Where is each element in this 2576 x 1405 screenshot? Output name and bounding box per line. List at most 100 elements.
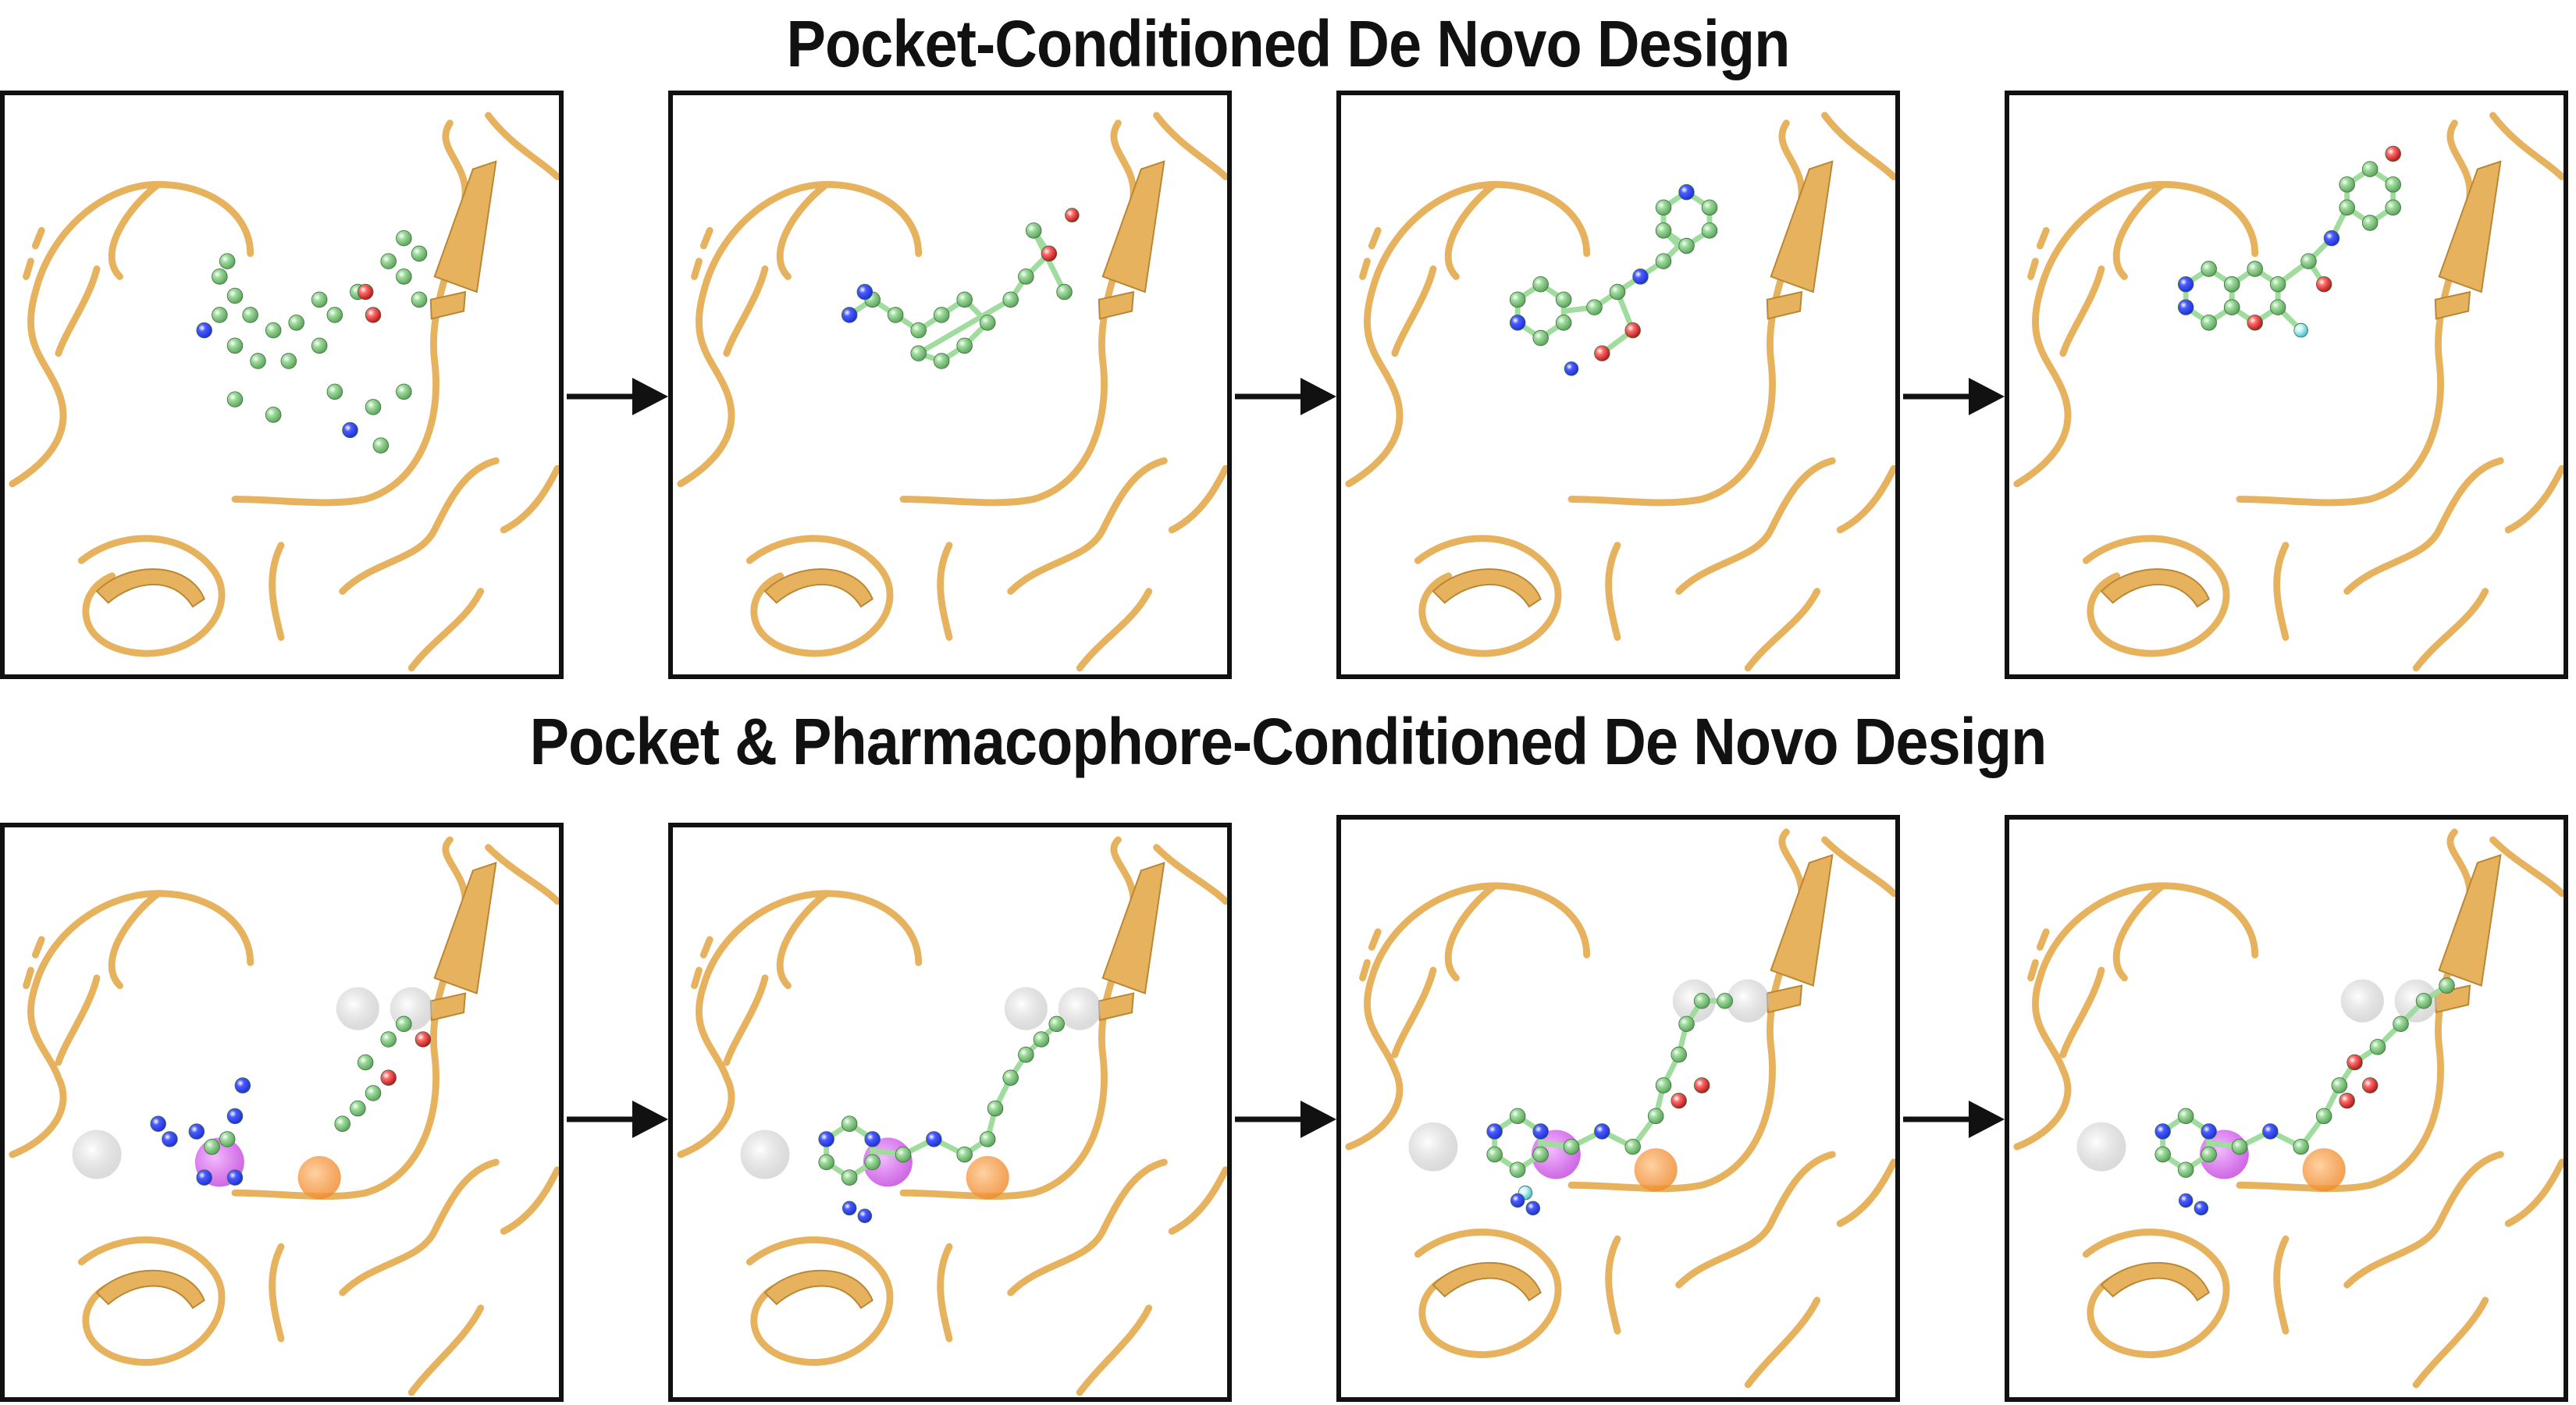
protein-coil [677, 180, 923, 488]
carbon-atom [910, 345, 927, 361]
arrow-right-icon [1903, 1096, 2005, 1143]
protein-ribbon [763, 160, 1165, 608]
pharmacophore-sphere [72, 1129, 122, 1179]
carbon-atom [818, 1154, 834, 1171]
nitrogen-atom [856, 283, 873, 301]
protein-coil [2027, 928, 2050, 982]
nitrogen-atom [226, 1169, 244, 1186]
protein-backbone [9, 836, 559, 1396]
helix-ribbon [763, 568, 873, 608]
carbon-atom [2223, 299, 2240, 315]
panel-top-step-3 [1336, 91, 1900, 679]
carbon-atom [2247, 261, 2263, 277]
hydrophobic-pharmacophore [1634, 1148, 1678, 1192]
oxygen-atom [2339, 1092, 2355, 1109]
carbon-atom [1018, 1047, 1034, 1063]
protein-coil [1391, 265, 1437, 357]
carbon-atom [219, 1131, 236, 1147]
nitrogen-atom [342, 422, 358, 439]
nitrogen-atom [1594, 1123, 1610, 1140]
nitrogen-atom [818, 1131, 834, 1147]
ligand [150, 1016, 432, 1186]
oxygen-atom [1041, 245, 1058, 262]
panel-top-step-4 [2005, 91, 2568, 679]
nitrogen-atom [1486, 1123, 1503, 1140]
oxygen-atom [1624, 322, 1641, 339]
carbon-atom [2439, 977, 2455, 994]
protein-coil [2236, 828, 2474, 1193]
nitrogen-atom [1509, 315, 1526, 331]
ligand [1509, 183, 1718, 376]
helix-ribbon [95, 568, 205, 608]
protein-coil [1567, 119, 1806, 507]
carbon-atom [2223, 276, 2240, 293]
carbon-atom [2361, 161, 2379, 177]
protein-coil [723, 265, 769, 357]
ligand [196, 229, 428, 454]
carbon-atom [326, 383, 343, 400]
carbon-atom [841, 1115, 858, 1132]
protein-coil [500, 1166, 559, 1235]
protein-coil [269, 1243, 285, 1343]
title-pocket-conditioned: Pocket-Conditioned De Novo Design [786, 7, 1790, 80]
protein-coil [1605, 1235, 1621, 1335]
carbon-atom [1532, 276, 1549, 293]
carbon-atom [311, 291, 328, 308]
hydrophobic-pharmacophore [2302, 1148, 2346, 1192]
carbon-atom [204, 1139, 220, 1155]
nitrogen-atom [2201, 1123, 2217, 1140]
carbon-atom [1717, 993, 1733, 1009]
protein-coil [2343, 457, 2504, 595]
protein-coil [2112, 882, 2167, 982]
beta-sheet [1770, 854, 1834, 987]
protein-coil [2489, 836, 2564, 898]
protein-coil [1153, 844, 1227, 905]
carbon-atom [396, 269, 412, 285]
ligand [2154, 977, 2455, 1216]
carbon-atom [1655, 222, 1672, 239]
carbon-atom [2269, 276, 2286, 293]
beta-sheet [1770, 160, 1834, 293]
protein-coil [1836, 464, 1895, 534]
protein-coil [108, 180, 162, 280]
protein-coil [1444, 180, 1499, 280]
carbon-atom [1670, 1046, 1687, 1063]
carbon-atom [910, 322, 927, 339]
protein-ribbon [1432, 854, 1834, 1302]
carbon-atom [1048, 1016, 1065, 1033]
carbon-atom [1693, 993, 1710, 1009]
carbon-atom [1002, 291, 1019, 308]
nitrogen-atom [234, 1077, 251, 1094]
bond [916, 297, 1014, 357]
carbon-atom [2154, 1146, 2171, 1163]
carbon-atom [2393, 1016, 2409, 1033]
protein-coil [2273, 1235, 2290, 1335]
protein-coil [1744, 1297, 1821, 1389]
helix-ribbon [95, 1269, 205, 1310]
arrow-right-icon [567, 373, 668, 420]
carbon-atom [1555, 291, 1572, 308]
carbon-atom [2385, 199, 2401, 216]
protein-coil [231, 836, 469, 1200]
carbon-atom [887, 307, 904, 323]
nitrogen-atom [196, 322, 212, 339]
carbon-atom [933, 353, 950, 369]
carbon-atom [380, 1031, 397, 1048]
carbon-atom [212, 307, 228, 323]
arrow-right-icon [1903, 373, 2005, 420]
carbon-atom [311, 337, 328, 354]
protein-coil [2236, 119, 2474, 507]
protein-coil [2504, 1158, 2564, 1227]
helix-ribbon [2100, 568, 2210, 608]
nitrogen-atom [196, 1169, 212, 1186]
protein-coil [2343, 1151, 2504, 1289]
ligand [818, 1016, 1065, 1223]
carbon-atom [2177, 1161, 2194, 1178]
carbon-atom [242, 307, 258, 323]
carbon-atom [1555, 315, 1572, 331]
hydrophobic-pharmacophore [297, 1156, 341, 1200]
nitrogen-atom [2177, 276, 2194, 293]
protein-coil [2082, 535, 2230, 657]
oxygen-atom [1670, 1092, 1687, 1109]
protein-coil [2112, 180, 2167, 280]
